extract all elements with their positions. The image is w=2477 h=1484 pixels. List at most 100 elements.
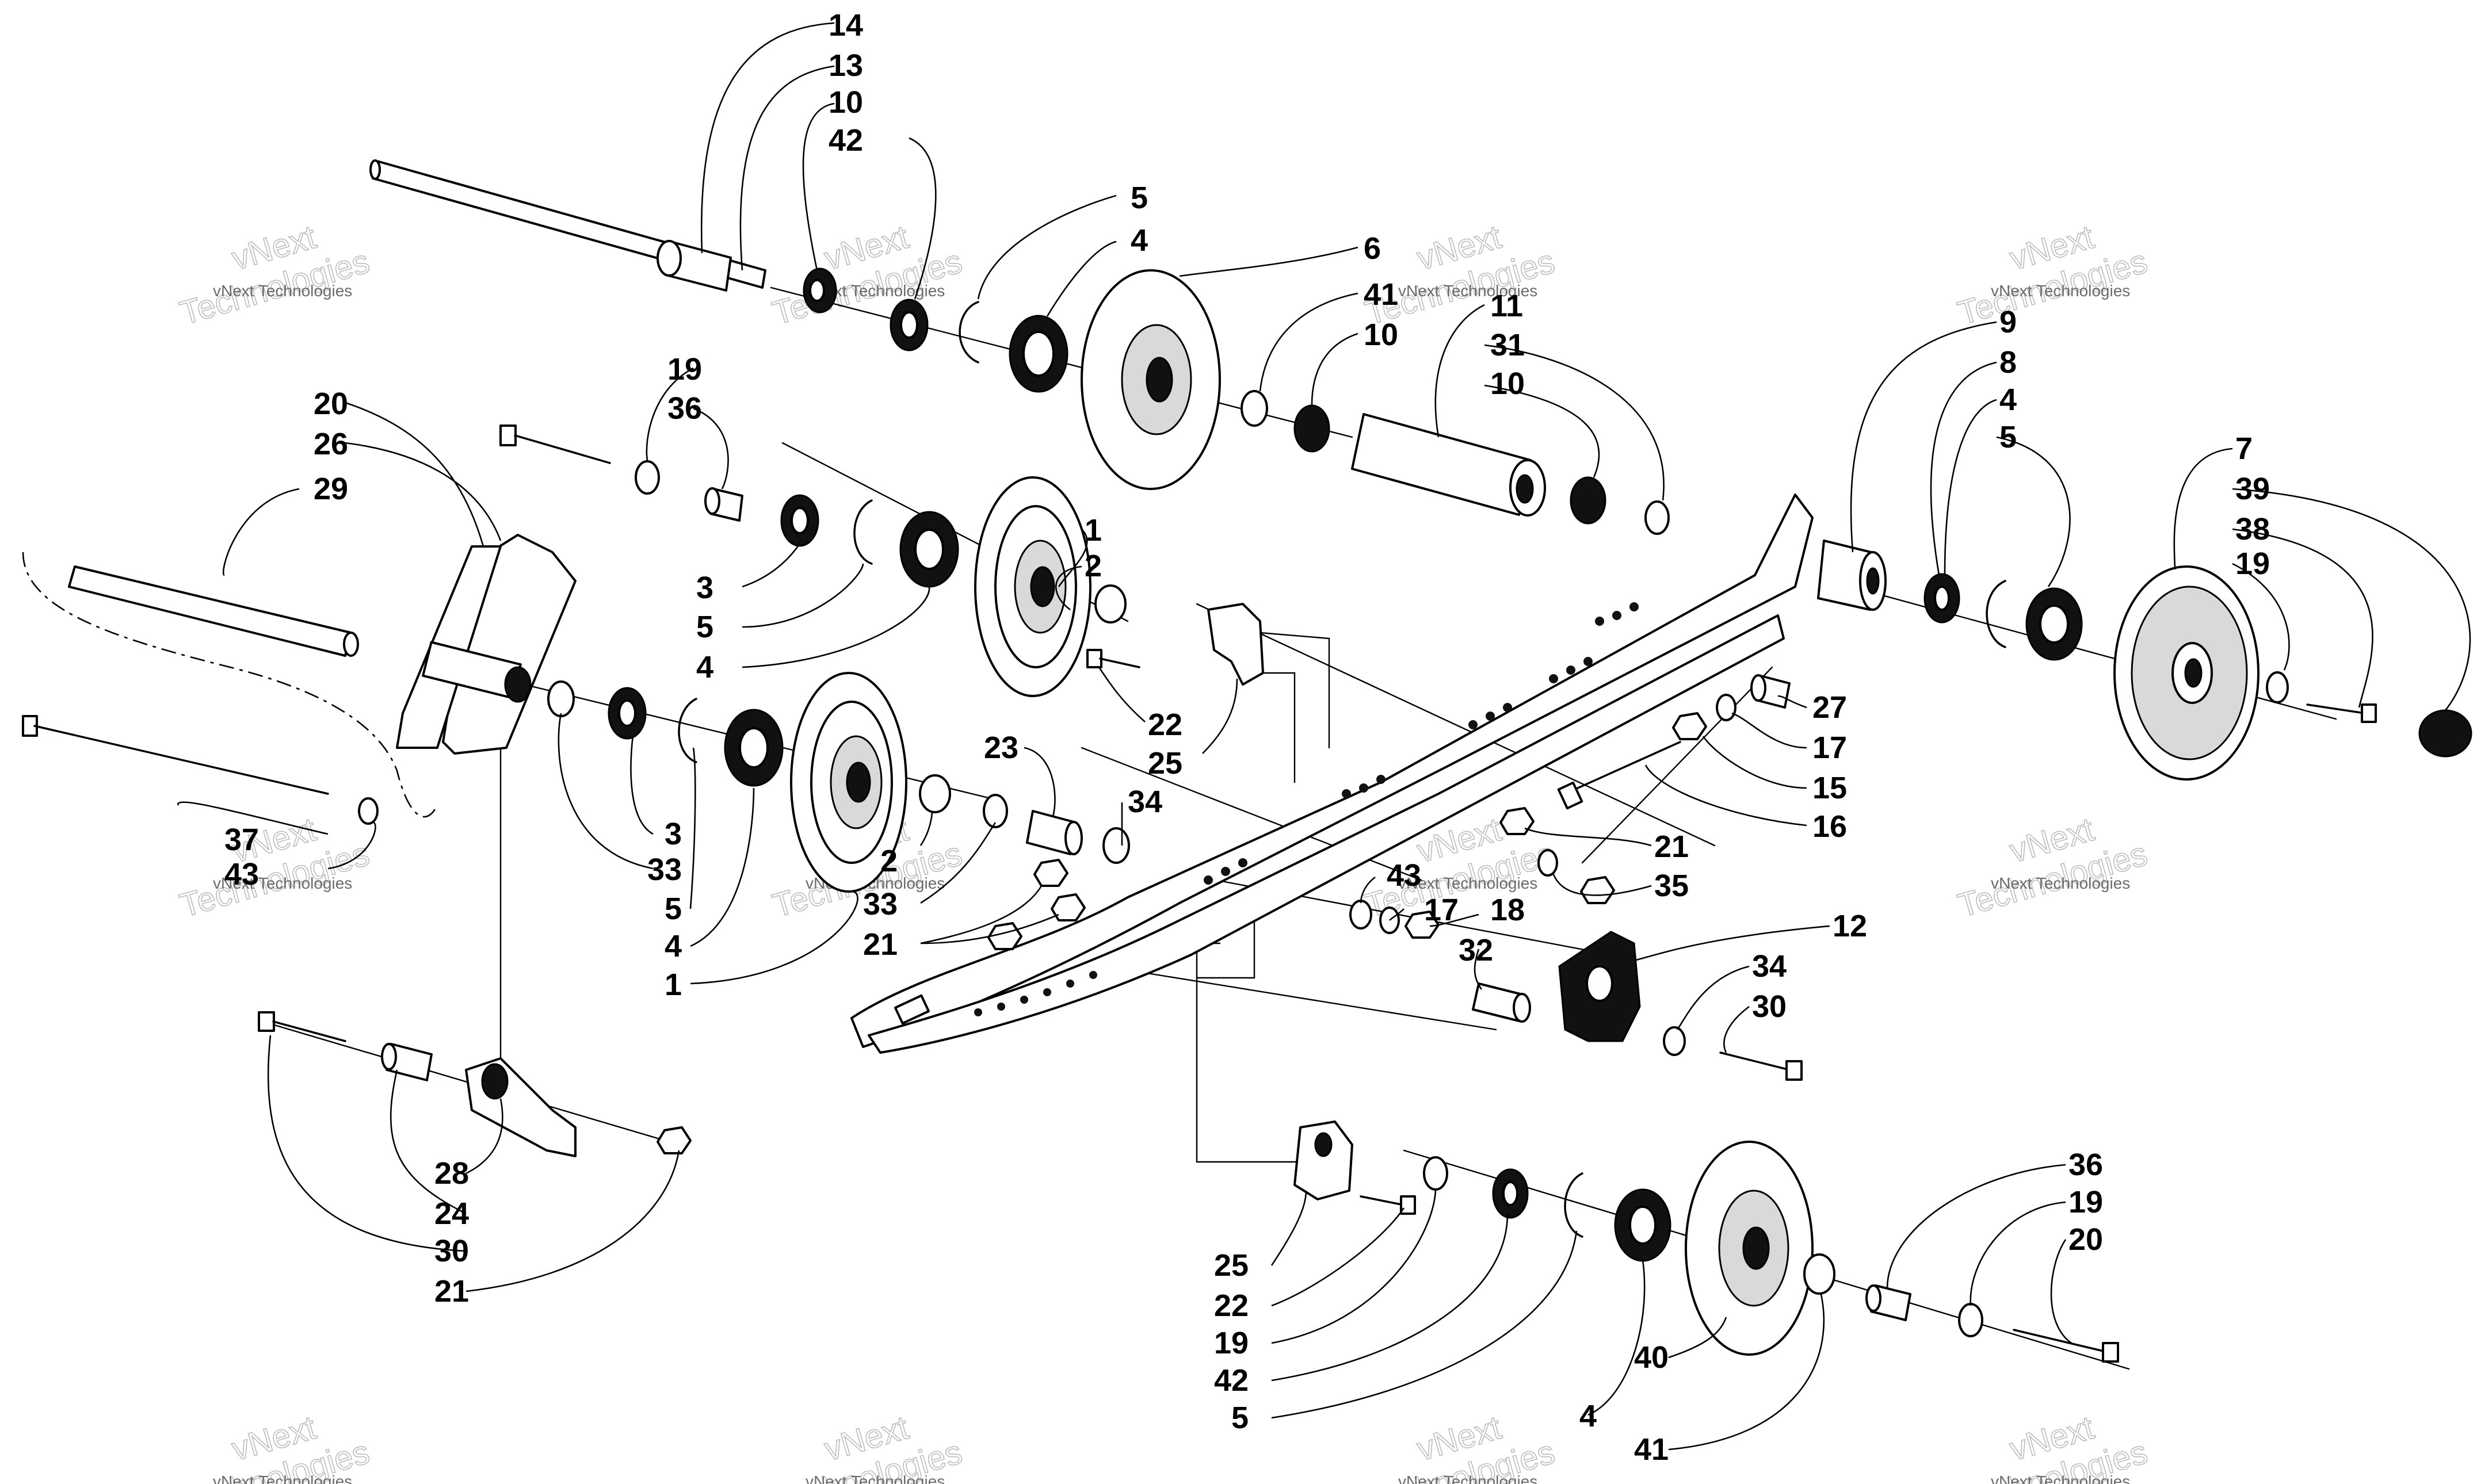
spacer-tube-11 [1351,413,1546,517]
callout-20: 20 [2068,1222,2103,1257]
callout-18: 18 [1490,893,1525,927]
callout-43: 43 [1387,858,1421,893]
slide-rail [850,494,1814,1054]
watermark: vNext Technologies vNext Technologies [1953,810,2152,925]
callout-4: 4 [1999,383,2017,417]
rear-wheel-assembly [1817,540,2472,781]
callout-10: 10 [829,85,863,120]
callout-33: 33 [863,887,898,921]
bolt-20 [499,424,611,464]
bearing-4d [899,511,959,588]
bracket-28-hole [481,1063,509,1100]
bearing-8 [1923,573,1960,624]
callout-12: 12 [1833,909,1867,943]
callout-17: 17 [1424,893,1459,927]
callout-25: 25 [1214,1248,1249,1283]
callout-20: 20 [314,387,348,421]
callout-17: 17 [1812,730,1847,765]
callout-37: 37 [224,823,259,857]
washer-41 [1241,390,1268,427]
callout-26: 26 [314,427,348,461]
callout-42: 42 [1214,1363,1249,1398]
watermark: vNext Technologies vNext Technologies [175,1408,374,1484]
washer-17a [1716,694,1736,721]
callout-34: 34 [1128,785,1162,819]
callout-leaders [177,22,2471,1451]
nut-21a [1499,807,1535,835]
arm-bushing [504,666,532,703]
watermark-text: vNext Technologies [1991,1472,2130,1484]
callout-41: 41 [1364,277,1398,312]
watermark-text: vNext Technologies [1991,282,2130,300]
washer-41b [1803,1253,1835,1295]
bearing-3 [780,494,819,547]
snap-ring-5d [678,698,697,763]
watermark: vNext Technologies vNext Technologies [1361,1408,1559,1484]
bolt-20b [2013,1329,2119,1363]
callout-numbers: 14 13 10 42 5 4 6 41 10 11 31 10 9 8 4 5… [224,8,2270,1467]
callout-23: 23 [984,730,1018,765]
nut-18 [1404,911,1440,939]
washer-42 [809,279,825,302]
callout-43: 43 [224,857,259,892]
snap-ring-5c [853,499,873,565]
bearing-4b [1009,315,1068,393]
callout-19: 19 [1214,1326,1249,1360]
callout-35: 35 [1654,869,1689,903]
callout-22: 22 [1148,707,1182,742]
cap-39 [2418,709,2472,758]
watermark: vNext Technologies vNext Technologies [1953,1408,2152,1484]
shaft-29-dashed [22,552,438,818]
callout-3: 3 [696,571,713,605]
bolt-30b [258,1011,346,1042]
bearing-4e [724,709,784,787]
watermark-text: vNext Technologies [213,282,352,300]
bearing-4c [2025,587,2083,661]
callout-1: 1 [665,967,682,1002]
washer-33a [547,680,575,717]
bolt-16 [1557,741,1681,810]
callout-10: 10 [1490,366,1525,401]
callout-15: 15 [1812,771,1847,805]
callout-29: 29 [314,472,348,506]
nut-21c [1033,859,1068,887]
bolt-22b [1360,1195,1416,1215]
callout-24: 24 [434,1196,469,1231]
callout-28: 28 [434,1156,469,1191]
callout-4: 4 [1131,223,1148,258]
watermark-text: vNext Technologies [213,1472,352,1484]
snap-ring-5b [1986,580,2006,648]
callout-38: 38 [2235,512,2270,546]
callout-5: 5 [1231,1401,1249,1435]
spacer-36 [704,487,743,522]
callout-13: 13 [829,48,863,83]
nut-21b [1580,876,1615,904]
callout-3: 3 [665,817,682,851]
watermark-text: vNext Technologies [806,1472,945,1484]
snap-ring-5a [959,301,979,364]
callout-4: 4 [1579,1399,1597,1433]
callout-10: 10 [1364,318,1398,352]
watermark: vNext Technologies vNext Technologies [1361,217,1559,332]
callout-6: 6 [1364,231,1381,266]
bolt-30a [1719,1051,1803,1081]
callout-11: 11 [1490,289,1523,323]
callout-4: 4 [696,650,713,684]
callout-39: 39 [2235,472,2270,506]
nut-21e [987,922,1022,950]
watermark-text: vNext Technologies [1398,874,1537,892]
watermark: vNext Technologies vNext Technologies [768,1408,967,1484]
watermark-text: vNext Technologies [213,874,352,892]
callout-5: 5 [1999,420,2017,454]
callout-9: 9 [1999,305,2017,339]
spacer-27 [1750,674,1791,709]
bolt-19 [2306,703,2377,723]
callout-19: 19 [667,352,702,387]
spacer-9 [1817,540,1887,611]
callout-30: 30 [1752,989,1787,1024]
callout-7: 7 [2235,431,2253,466]
bumper-12 [1558,931,1641,1042]
bracket-25b-hole [1314,1132,1333,1157]
callout-25: 25 [1148,746,1182,781]
watermark: vNext Technologies vNext Technologies [175,217,374,332]
